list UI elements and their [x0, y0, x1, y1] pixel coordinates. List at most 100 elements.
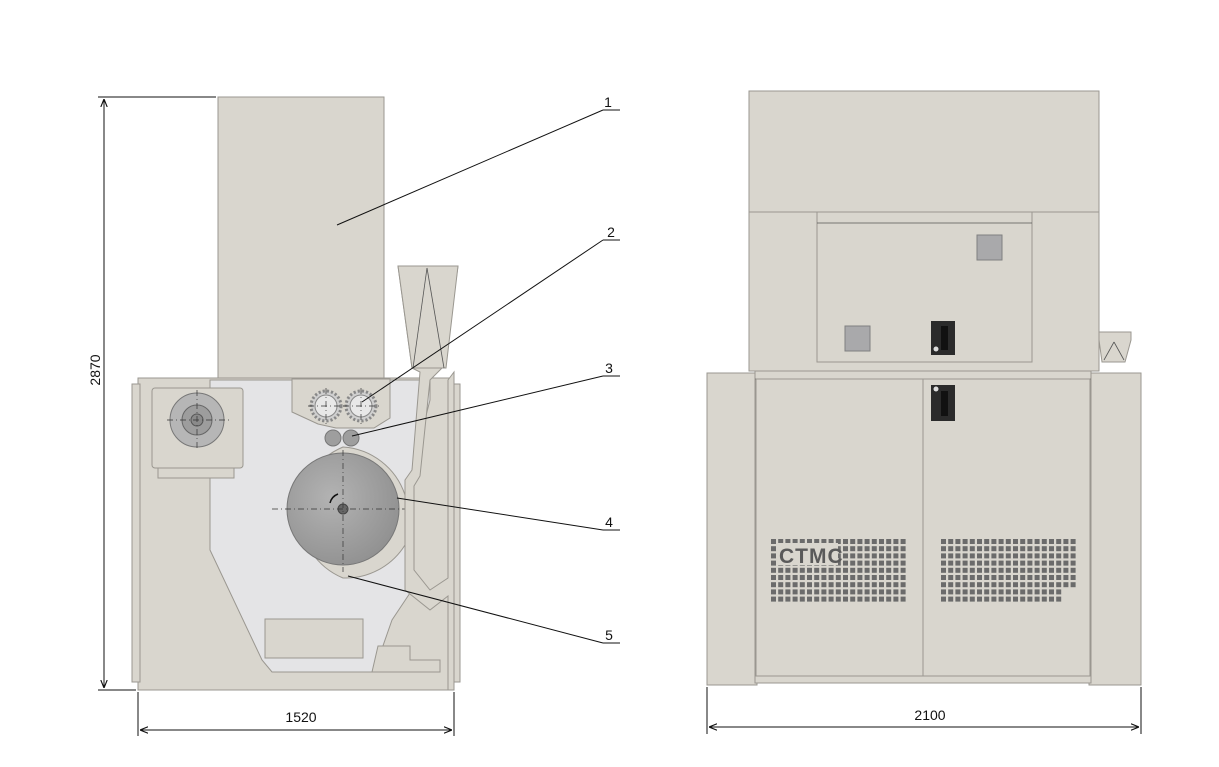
- vent-slot: [835, 560, 841, 566]
- trash-outlet: [371, 645, 441, 673]
- front-door-left[interactable]: [755, 378, 924, 677]
- vent-slot: [864, 553, 870, 559]
- height-dimension-label: 2870: [87, 354, 103, 385]
- vent-slot: [991, 589, 997, 595]
- vent-slot: [1056, 575, 1062, 580]
- door-handle-lower[interactable]: [931, 385, 955, 421]
- vent-slot: [1049, 596, 1054, 602]
- vent-slot: [778, 575, 784, 580]
- vent-slot: [792, 596, 798, 602]
- vent-slot: [1027, 546, 1033, 552]
- vent-slot: [900, 589, 906, 595]
- vent-slot: [835, 596, 841, 602]
- vent-slot: [1041, 596, 1047, 602]
- vent-slot: [821, 539, 827, 544]
- vent-slot: [771, 596, 776, 602]
- door-handle-upper[interactable]: [931, 321, 955, 355]
- vent-slot: [778, 589, 784, 595]
- vent-slot: [1005, 596, 1011, 602]
- vent-slot: [792, 567, 798, 573]
- suction-duct: [397, 265, 459, 691]
- vent-slot: [948, 596, 954, 602]
- vent-slot: [991, 553, 997, 559]
- vent-slot: [900, 546, 906, 552]
- vent-slot: [991, 567, 997, 573]
- vent-slot: [850, 575, 856, 580]
- vent-slot: [864, 596, 870, 602]
- vent-slot: [879, 560, 884, 566]
- vent-slot: [948, 546, 954, 552]
- vent-slot: [1013, 546, 1018, 552]
- vent-slot: [962, 546, 968, 552]
- callout-1: 1: [336, 94, 620, 226]
- vent-slot: [807, 589, 812, 595]
- vent-slot: [835, 567, 841, 573]
- vent-slot: [821, 575, 827, 580]
- vent-slot: [850, 546, 856, 552]
- vent-slot: [871, 575, 877, 580]
- vent-slot: [1020, 596, 1026, 602]
- vent-slot: [792, 582, 798, 588]
- vent-slot: [955, 553, 961, 559]
- vent-slot: [835, 553, 841, 559]
- callout-4: 4: [396, 497, 620, 531]
- vent-slot: [828, 539, 834, 544]
- vent-slot: [1049, 582, 1054, 588]
- vent-slot: [893, 589, 899, 595]
- vent-slot: [871, 546, 877, 552]
- vent-slot: [1034, 546, 1040, 552]
- vent-slot: [821, 582, 827, 588]
- vent-slot: [1070, 567, 1076, 573]
- svg-text:1: 1: [604, 94, 612, 110]
- vent-slot: [771, 567, 776, 573]
- vent-slot: [893, 575, 899, 580]
- vent-slot: [886, 575, 892, 580]
- vent-slot: [799, 567, 805, 573]
- vent-slot: [1041, 560, 1047, 566]
- vent-slot: [799, 539, 805, 544]
- vent-slot: [814, 539, 820, 544]
- vent-slot: [850, 539, 856, 544]
- vent-slot: [955, 582, 961, 588]
- vent-slot: [991, 560, 997, 566]
- vent-slot: [941, 575, 946, 580]
- vent-slot: [1034, 582, 1040, 588]
- vent-slot: [771, 553, 776, 559]
- vent-slot: [893, 560, 899, 566]
- vent-slot: [893, 582, 899, 588]
- svg-text:5: 5: [605, 627, 613, 643]
- vent-slot: [807, 539, 812, 544]
- motor-base: [157, 467, 235, 479]
- vent-slot: [977, 589, 982, 595]
- vent-slot: [900, 575, 906, 580]
- callout-3: 3: [351, 360, 620, 437]
- vent-slot: [886, 546, 892, 552]
- vent-slot: [893, 596, 899, 602]
- vent-slot: [886, 553, 892, 559]
- vent-slot: [1013, 553, 1018, 559]
- vent-slot: [998, 589, 1004, 595]
- vent-slot: [843, 539, 848, 544]
- vent-slot: [962, 560, 968, 566]
- vent-slot: [778, 539, 784, 544]
- vent-slot: [1049, 575, 1054, 580]
- delivery-roller-left: [324, 429, 342, 447]
- vent-slot: [1041, 567, 1047, 573]
- feed-roller-left: [308, 388, 344, 424]
- vent-slot: [1041, 553, 1047, 559]
- vent-slot: [1013, 560, 1018, 566]
- vent-slot: [969, 589, 975, 595]
- front-door-right[interactable]: [922, 378, 1091, 677]
- vent-slot: [1063, 575, 1069, 580]
- vent-slot: [1063, 539, 1069, 544]
- vent-grille-right: [941, 539, 1076, 602]
- vent-slot: [948, 553, 954, 559]
- vent-slot: [886, 567, 892, 573]
- vent-slot: [962, 589, 968, 595]
- vent-slot: [941, 553, 946, 559]
- vent-slot: [1020, 582, 1026, 588]
- vent-slot: [857, 582, 863, 588]
- vent-slot: [1005, 589, 1011, 595]
- vent-slot: [900, 567, 906, 573]
- vent-slot: [955, 575, 961, 580]
